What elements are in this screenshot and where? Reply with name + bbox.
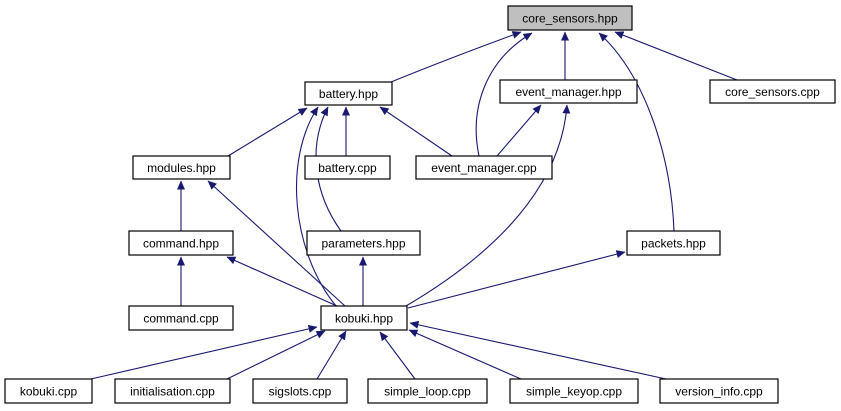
edge-initialisation-cpp-to-kobuki-hpp bbox=[226, 330, 326, 380]
node-label: command.hpp bbox=[143, 237, 219, 251]
edge-simple-loop-cpp-to-kobuki-hpp bbox=[379, 331, 416, 380]
edge-packets-hpp-to-core-sensors-hpp bbox=[598, 32, 675, 232]
node-core-sensors-cpp[interactable]: core_sensors.cpp bbox=[709, 79, 836, 104]
node-kobuki-hpp[interactable]: kobuki.hpp bbox=[320, 305, 408, 331]
edge-version-info-cpp-to-kobuki-hpp bbox=[409, 320, 667, 380]
edge-kobuki-cpp-to-kobuki-hpp bbox=[90, 325, 318, 380]
node-label: battery.cpp bbox=[318, 161, 377, 175]
edge-modules-hpp-to-battery-hpp bbox=[227, 107, 308, 157]
node-initialisation-cpp[interactable]: initialisation.cpp bbox=[114, 378, 231, 404]
node-label: simple_loop.cpp bbox=[384, 385, 471, 399]
node-label: core_sensors.cpp bbox=[725, 85, 820, 99]
node-parameters-hpp[interactable]: parameters.hpp bbox=[306, 230, 421, 256]
node-label: kobuki.hpp bbox=[335, 312, 393, 326]
node-sigslots-cpp[interactable]: sigslots.cpp bbox=[252, 378, 348, 404]
node-label: simple_keyop.cpp bbox=[526, 385, 622, 399]
edge-event-manager-cpp-to-core-sensors-hpp bbox=[475, 32, 533, 157]
node-version-info-cpp[interactable]: version_info.cpp bbox=[659, 378, 779, 404]
node-label: event_manager.cpp bbox=[431, 161, 537, 175]
node-label: version_info.cpp bbox=[675, 385, 763, 399]
node-simple-keyop-cpp[interactable]: simple_keyop.cpp bbox=[509, 378, 639, 404]
edge-simple-keyop-cpp-to-kobuki-hpp bbox=[408, 329, 522, 380]
edge-kobuki-hpp-to-modules-hpp bbox=[207, 180, 346, 307]
node-packets-hpp[interactable]: packets.hpp bbox=[626, 230, 721, 256]
node-label: core_sensors.hpp bbox=[522, 12, 618, 26]
edge-kobuki-hpp-to-command-hpp bbox=[226, 256, 338, 307]
node-label: command.cpp bbox=[143, 312, 219, 326]
node-command-hpp[interactable]: command.hpp bbox=[128, 230, 234, 256]
node-label: battery.hpp bbox=[319, 87, 378, 101]
edge-event-manager-cpp-to-event-manager-hpp bbox=[496, 104, 542, 157]
edge-kobuki-hpp-to-battery-hpp bbox=[296, 106, 337, 307]
edge-battery-hpp-to-core-sensors-hpp bbox=[390, 31, 522, 83]
edges-layer bbox=[90, 31, 738, 380]
node-event-manager-hpp[interactable]: event_manager.hpp bbox=[499, 79, 638, 104]
edge-kobuki-hpp-to-packets-hpp bbox=[407, 250, 626, 309]
edge-core-sensors-cpp-to-core-sensors-hpp bbox=[614, 31, 738, 81]
node-label: modules.hpp bbox=[147, 161, 216, 175]
edge-event-manager-cpp-to-battery-hpp bbox=[379, 106, 453, 157]
node-battery-cpp[interactable]: battery.cpp bbox=[304, 155, 391, 180]
node-simple-loop-cpp[interactable]: simple_loop.cpp bbox=[367, 378, 488, 404]
node-battery-hpp[interactable]: battery.hpp bbox=[304, 81, 393, 106]
node-label: initialisation.cpp bbox=[130, 385, 215, 399]
node-label: parameters.hpp bbox=[321, 237, 405, 251]
node-label: sigslots.cpp bbox=[269, 385, 332, 399]
node-kobuki-cpp[interactable]: kobuki.cpp bbox=[4, 378, 93, 404]
edge-kobuki-hpp-to-event-manager-hpp bbox=[405, 104, 571, 307]
edge-sigslots-cpp-to-kobuki-hpp bbox=[316, 330, 347, 380]
nodes-layer: core_sensors.hpp battery.hpp event_manag… bbox=[4, 5, 836, 404]
node-modules-hpp[interactable]: modules.hpp bbox=[132, 155, 231, 180]
node-event-manager-cpp[interactable]: event_manager.cpp bbox=[415, 155, 553, 180]
node-command-cpp[interactable]: command.cpp bbox=[128, 305, 234, 331]
node-core-sensors-hpp[interactable]: core_sensors.hpp bbox=[507, 5, 633, 31]
node-label: event_manager.hpp bbox=[515, 85, 621, 99]
node-label: packets.hpp bbox=[641, 237, 706, 251]
node-label: kobuki.cpp bbox=[20, 385, 78, 399]
